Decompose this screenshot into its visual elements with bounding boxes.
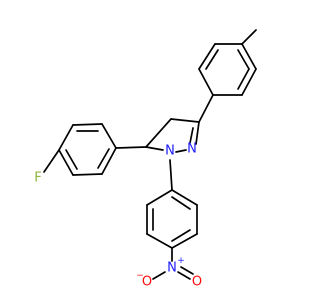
bond-n1-c5 xyxy=(145,146,164,151)
bond-c3-tolyl xyxy=(198,94,214,123)
fphenyl-inner-2 xyxy=(65,149,78,170)
nphenyl-inner-2 xyxy=(171,229,191,242)
atom-nitro-n: N xyxy=(167,261,177,276)
fphenyl-bond-1 xyxy=(101,123,117,149)
atom-nitro-o-left: O xyxy=(142,275,152,290)
bond-n2-n1 xyxy=(175,149,187,153)
molecule-canvas: F N N N + O − O xyxy=(34,29,257,290)
bond-nitro-o-right-2 xyxy=(180,266,194,275)
tolyl-bond-1 xyxy=(198,68,214,96)
fphenyl-bond-3 xyxy=(58,124,74,151)
fphenyl-bond-4 xyxy=(58,149,74,176)
bond-c3-n2 xyxy=(195,121,200,145)
bond-c5-c4 xyxy=(145,118,172,148)
tolyl-inner-3 xyxy=(237,49,250,70)
fphenyl-bond-5 xyxy=(72,173,103,176)
fphenyl-bond-2 xyxy=(72,123,103,126)
tolyl-bond-5 xyxy=(241,68,257,96)
atom-fluorine: F xyxy=(34,171,41,186)
bond-nitro-o-right-1 xyxy=(177,271,191,280)
tolyl-bond-4 xyxy=(241,43,257,70)
tolyl-inner-2 xyxy=(237,68,250,90)
bond-fluorine xyxy=(43,149,60,173)
tolyl-bond-2 xyxy=(198,43,216,70)
nphenyl-bond-6 xyxy=(171,189,198,206)
fphenyl-inner-3 xyxy=(97,148,110,169)
bond-c5-fluorophenyl xyxy=(115,146,147,149)
nitrophenyl-ring xyxy=(146,159,198,280)
nphenyl-bond-3 xyxy=(146,233,173,249)
tolyl-ring xyxy=(198,29,257,123)
nphenyl-inner-3 xyxy=(171,196,191,210)
nitro-o-charge: − xyxy=(136,271,144,281)
atom-nitro-o-right: O xyxy=(192,275,202,290)
bond-nitro-o-left xyxy=(152,271,166,280)
bond-c3-n2-double xyxy=(189,127,194,144)
nphenyl-bond-4 xyxy=(171,233,198,249)
bond-methyl xyxy=(241,29,257,45)
bond-n1-nitrophenyl xyxy=(169,159,173,191)
pyrazoline-ring xyxy=(145,118,200,153)
fphenyl-bond-6 xyxy=(101,147,117,175)
fluorophenyl-ring xyxy=(43,123,147,176)
atom-n1: N xyxy=(165,144,175,159)
bond-c4-c3 xyxy=(170,118,200,123)
atom-n2: N xyxy=(187,142,197,157)
tolyl-inner-1 xyxy=(205,49,219,70)
nphenyl-bond-1 xyxy=(146,189,173,206)
molecule-structure: F N N N + O − O xyxy=(34,29,257,290)
nitro-n-charge: + xyxy=(177,256,185,266)
